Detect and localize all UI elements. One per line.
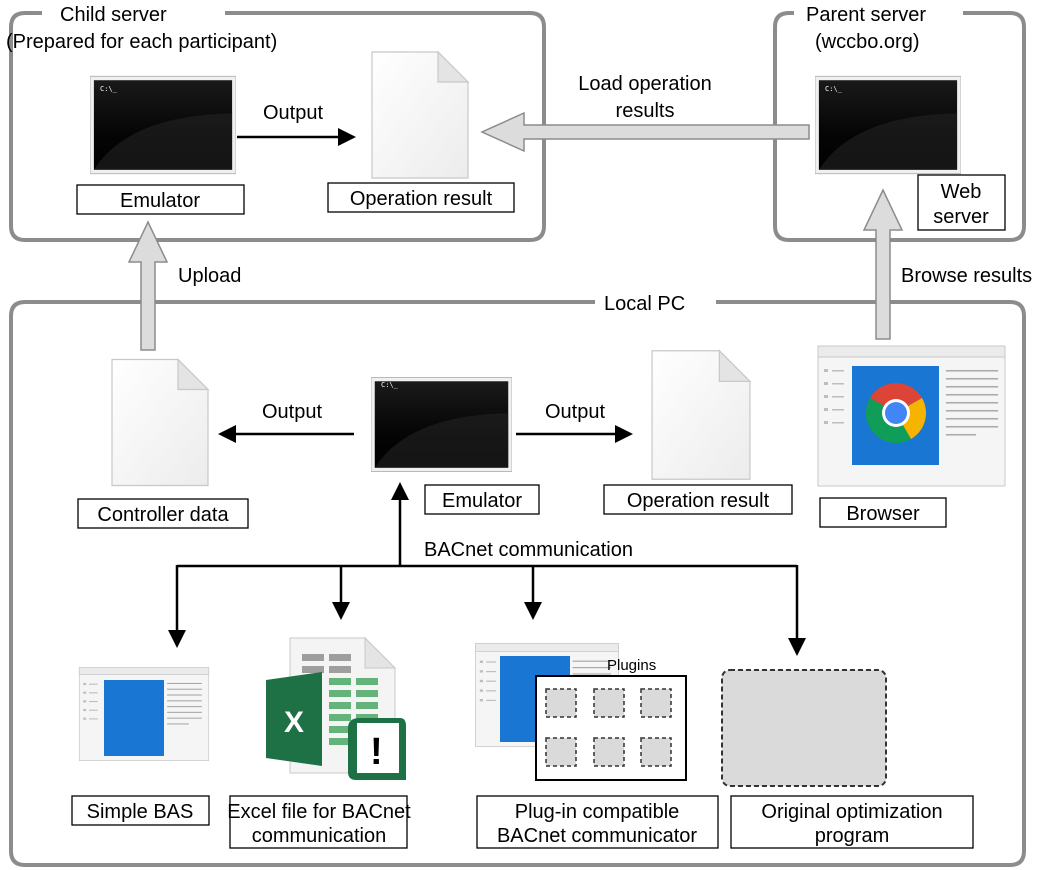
original-program-label-1: Original optimization [761,801,942,823]
simple-bas-icon [78,667,210,761]
web-server-icon: C:\_ [815,75,961,175]
browse-results-label: Browse results [901,265,1032,287]
plugin-communicator-box [476,795,719,849]
load-results-label-2: results [616,100,675,122]
browser-icon [817,345,1006,487]
local-operation-result-box [603,484,793,515]
controller-data-label: Controller data [97,504,229,526]
alert-badge-icon: ! [348,718,406,780]
upload-label: Upload [178,265,241,287]
local-pc-title: Local PC [604,293,685,315]
plugin-communicator-label-1: Plug-in compatible [515,801,680,823]
child-output-label: Output [263,102,323,124]
original-program-label-2: program [815,825,889,847]
plugin-communicator-label-2: BACnet communicator [497,825,697,847]
parent-server-title: Parent server [806,4,926,26]
child-operation-result-doc-icon [371,51,469,179]
child-server-group: Child server (Prepared for each particip… [6,4,546,242]
local-operation-result-label: Operation result [627,490,770,512]
svg-text:C:\_: C:\_ [100,85,118,93]
parent-server-group: Parent server (wccbo.org) [773,4,1026,242]
upload-arrow [127,220,169,351]
excel-label-1: Excel file for BACnet [227,801,411,823]
child-output-arrow [237,128,356,146]
alert-exclamation: ! [370,731,383,773]
load-results-label-1: Load operation [578,73,711,95]
original-program-placeholder [721,669,887,787]
child-server-title: Child server [60,4,167,26]
plugin-communicator-icon [474,643,687,781]
excel-box [229,795,408,849]
local-output-left-label: Output [262,401,322,423]
child-emulator-icon: C:\_ [90,75,236,175]
local-emulator-label: Emulator [442,490,522,512]
plugins-caption: Plugins [607,657,656,674]
plugin-slots [545,688,672,767]
local-emulator-box [424,484,540,515]
child-emulator-label: Emulator [120,190,200,212]
local-operation-result-doc-icon [651,350,751,480]
web-server-box [917,174,1006,231]
web-server-label-1: Web [941,181,982,203]
excel-label-2: communication [252,825,387,847]
browse-results-arrow [862,188,904,340]
original-program-box [730,795,974,849]
simple-bas-label: Simple BAS [87,801,194,823]
simple-bas-box [71,795,210,826]
browser-box [819,497,947,528]
child-server-subtitle: (Prepared for each participant) [6,31,277,53]
load-results-arrow [480,111,810,153]
local-emulator-icon: C:\_ [371,376,512,473]
browser-label: Browser [846,503,920,525]
local-output-right-label: Output [545,401,605,423]
excel-file-icon: X ! [266,636,406,780]
svg-text:C:\_: C:\_ [825,85,843,93]
parent-server-subtitle: (wccbo.org) [815,31,919,53]
local-output-right-arrow [516,425,633,443]
local-output-left-arrow [218,425,354,443]
bacnet-communication-label: BACnet communication [424,539,633,561]
local-pc-group: Local PC [9,293,1026,867]
svg-text:C:\_: C:\_ [381,381,399,389]
child-operation-result-box [327,182,515,213]
controller-data-box [77,498,249,529]
bacnet-bus [168,482,806,656]
child-emulator-box [76,184,245,215]
chrome-logo-icon [865,383,927,444]
controller-data-doc-icon [111,358,209,487]
child-operation-result-label: Operation result [350,188,493,210]
web-server-label-2: server [933,206,989,228]
excel-x-letter: X [284,706,304,739]
